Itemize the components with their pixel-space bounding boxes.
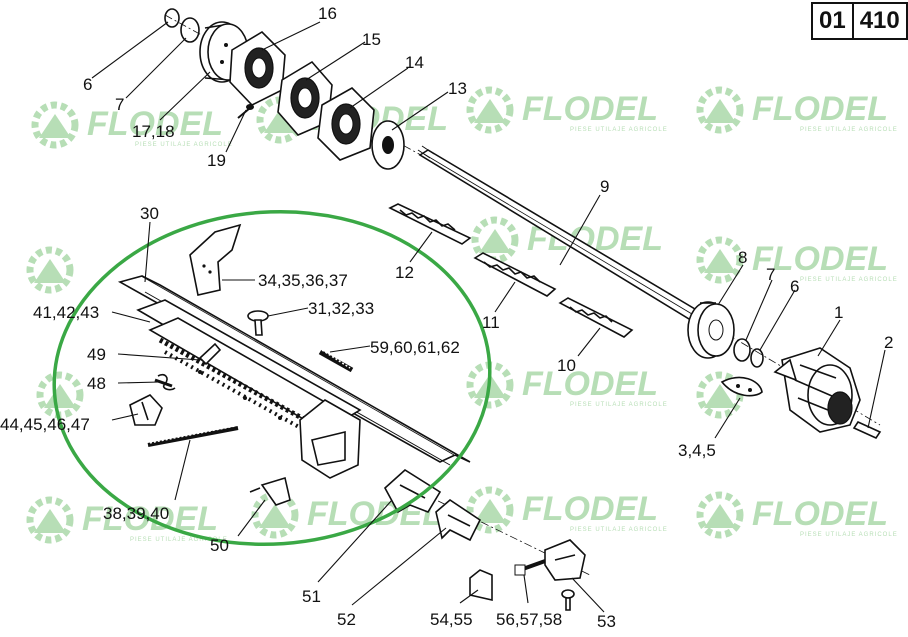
callout-label: 49: [87, 345, 106, 364]
highlight-ellipse: [52, 209, 492, 547]
callout-label: 59,60,61,62: [370, 338, 460, 357]
callout-label: 17,18: [132, 122, 175, 141]
watermark-brand: FLODEL: [522, 90, 658, 128]
watermark-tagline: PIESE UTILAJE AGRICOLE: [135, 142, 233, 148]
watermark-brand: FLODEL: [522, 365, 658, 403]
watermark: FLODEL PIESE UTILAJE AGRICOLE: [466, 486, 668, 534]
drive-pin-part: [852, 420, 882, 440]
bearing-housing-part: [317, 87, 375, 161]
callout-label: 52: [337, 610, 356, 629]
watermark: FLODEL PIESE UTILAJE AGRICOLE: [31, 101, 233, 149]
snap-ring-part: [750, 348, 764, 368]
callout-label: 8: [738, 248, 747, 267]
page-number: 410: [851, 4, 906, 38]
callout-label: 54,55: [430, 610, 473, 629]
callout-label: 51: [302, 587, 321, 606]
callout-label: 2: [884, 333, 893, 352]
callout-label: 3,4,5: [678, 441, 716, 460]
callout-label: 53: [597, 612, 616, 631]
callout-label: 30: [140, 204, 159, 223]
watermark: [36, 371, 84, 419]
callout-label: 10: [557, 356, 576, 375]
spring-clip-part: [154, 373, 176, 391]
cover-plate-part: [720, 376, 763, 397]
nut-part: [129, 394, 163, 426]
callout-label: 15: [362, 30, 381, 49]
callout-label: 50: [210, 536, 229, 555]
pin-part: [198, 342, 222, 366]
callout-label: 19: [207, 151, 226, 170]
callout-label: 44,45,46,47: [0, 415, 90, 434]
snap-ring-part: [164, 8, 180, 28]
callout-label: 6: [790, 277, 799, 296]
callout-label: 38,39,40: [103, 504, 169, 523]
watermark: FLODEL PIESE UTILAJE AGRICOLE: [696, 236, 898, 284]
knife-plate-part: [473, 252, 557, 297]
mounting-clip-part: [189, 223, 242, 296]
watermark-tagline: PIESE UTILAJE AGRICOLE: [800, 532, 898, 538]
upper-hub-assembly: [164, 8, 431, 170]
watermark-tagline: PIESE UTILAJE AGRICOLE: [570, 402, 668, 408]
callout-label: 48: [87, 374, 106, 393]
washer-part: [733, 338, 751, 362]
callout-label: 6: [83, 75, 92, 94]
watermark-tagline: PIESE UTILAJE AGRICOLE: [570, 127, 668, 133]
watermark-tagline: PIESE UTILAJE AGRICOLE: [570, 527, 668, 533]
watermark: FLODEL PIESE UTILAJE AGRICOLE: [696, 86, 898, 134]
callout-label: 14: [405, 53, 424, 72]
carriage-screw-part: [247, 310, 269, 336]
washer-part: [180, 17, 200, 43]
leader-lines: [91, 21, 886, 613]
watermark-brand: FLODEL: [752, 240, 888, 278]
knife-plate-part: [558, 297, 634, 338]
lower-fastener-group: [383, 469, 591, 611]
watermark-brand: FLODEL: [87, 105, 223, 143]
callout-label: 7: [766, 265, 775, 284]
bearing-housing-part: [277, 60, 333, 136]
bolt-part: [514, 558, 549, 576]
callout-label: 34,35,36,37: [258, 271, 348, 290]
hook-clip-part: [249, 476, 291, 506]
block-part: [544, 539, 586, 581]
callout-label: 12: [395, 263, 414, 282]
right-hub-assembly: [687, 301, 882, 440]
threaded-rod-part: [147, 425, 239, 447]
callout-label: 41,42,43: [33, 303, 99, 322]
callout-label: 13: [448, 79, 467, 98]
watermark-tagline: PIESE UTILAJE AGRICOLE: [800, 277, 898, 283]
bearing-housing-part: [229, 30, 286, 106]
spring-plate-part: [435, 498, 482, 542]
watermark-tagline: PIESE UTILAJE AGRICOLE: [800, 127, 898, 133]
watermark: FLODEL PIESE UTILAJE AGRICOLE: [466, 86, 668, 134]
watermark: FLODEL PIESE UTILAJE AGRICOLE: [696, 491, 898, 539]
callout-label: 9: [600, 177, 609, 196]
end-bracket-part: [299, 399, 361, 479]
callout-labels: 6 7 17,18 16 15 14 13 19 9 12 11 10 8 7 …: [0, 4, 893, 631]
watermark-tagline: PIESE UTILAJE AGRICOLE: [130, 537, 228, 543]
flange-plate-part: [371, 120, 405, 170]
bracket-assembly: [117, 223, 471, 506]
angle-bracket-part: [469, 569, 493, 602]
cutter-frame-part: [136, 299, 362, 438]
group-number: 01: [819, 7, 846, 34]
knife-plate-part: [388, 203, 472, 245]
callout-label: 7: [115, 95, 124, 114]
watermark-brand: FLODEL: [522, 490, 658, 528]
watermark-brand: FLODEL: [752, 495, 888, 533]
bushing-part: [687, 301, 735, 359]
callout-label: 16: [318, 4, 337, 23]
callout-label: 1: [834, 303, 843, 322]
callout-label: 31,32,33: [308, 299, 374, 318]
drive-hub-part: [773, 347, 861, 433]
bolt-part: [561, 589, 575, 611]
callout-label: 11: [482, 313, 500, 332]
long-bolt-part: [318, 349, 354, 373]
callout-label: 56,57,58: [496, 610, 562, 629]
watermark: [26, 246, 74, 294]
watermark-brand: FLODEL: [752, 90, 888, 128]
reference-box: 01 410: [811, 2, 908, 40]
